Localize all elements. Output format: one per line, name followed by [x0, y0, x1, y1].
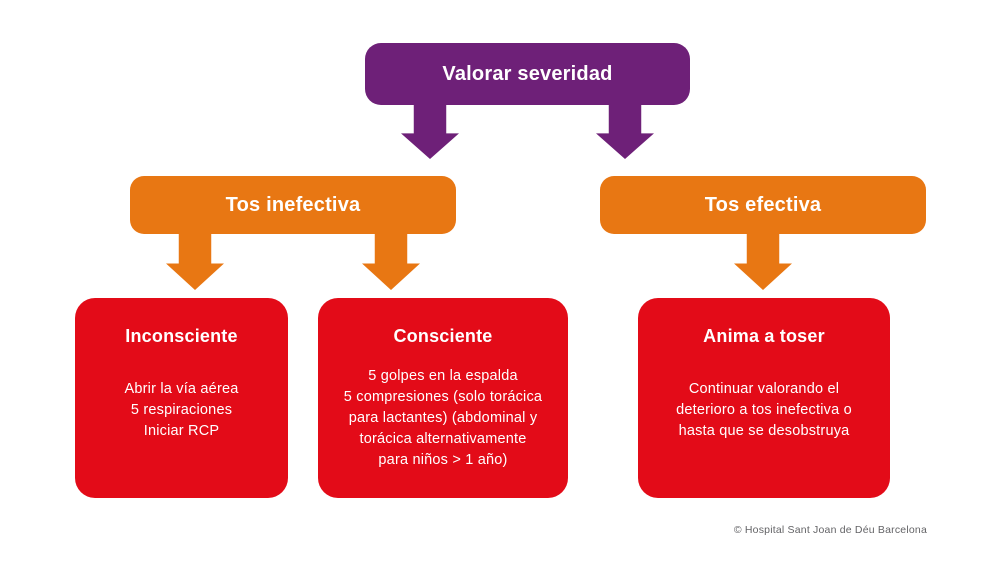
- card-consciente-title: Consciente: [393, 326, 493, 346]
- down-arrow-icon: [734, 231, 792, 290]
- node-tos-inefectiva: Tos inefectiva: [130, 176, 456, 234]
- node-tos-efectiva-label: Tos efectiva: [704, 193, 822, 216]
- card-inconsciente-title: Inconsciente: [125, 326, 238, 346]
- card-anima-a-toser-body: Continuar valorando el deterioro a tos i…: [676, 381, 852, 439]
- node-valorar-severidad-label: Valorar severidad: [442, 62, 613, 85]
- card-anima-a-toser-title: Anima a toser: [703, 326, 825, 346]
- node-tos-efectiva: Tos efectiva: [600, 176, 926, 234]
- copyright-credit: © Hospital Sant Joan de Déu Barcelona: [733, 524, 927, 536]
- node-tos-inefectiva-label: Tos inefectiva: [225, 193, 361, 216]
- card-anima-a-toser: Anima a toser Continuar valorando el det…: [638, 298, 890, 498]
- down-arrow-icon: [401, 102, 459, 159]
- card-consciente: Consciente 5 golpes en la espalda 5 comp…: [318, 298, 568, 498]
- card-inconsciente: Inconsciente Abrir la vía aérea 5 respir…: [75, 298, 288, 498]
- down-arrow-icon: [596, 102, 654, 159]
- down-arrow-icon: [166, 231, 224, 290]
- card-inconsciente-body: Abrir la vía aérea 5 respiraciones Inici…: [124, 381, 239, 439]
- node-valorar-severidad: Valorar severidad: [365, 43, 690, 105]
- card-consciente-body: 5 golpes en la espalda 5 compresiones (s…: [343, 368, 543, 468]
- down-arrow-icon: [362, 231, 420, 290]
